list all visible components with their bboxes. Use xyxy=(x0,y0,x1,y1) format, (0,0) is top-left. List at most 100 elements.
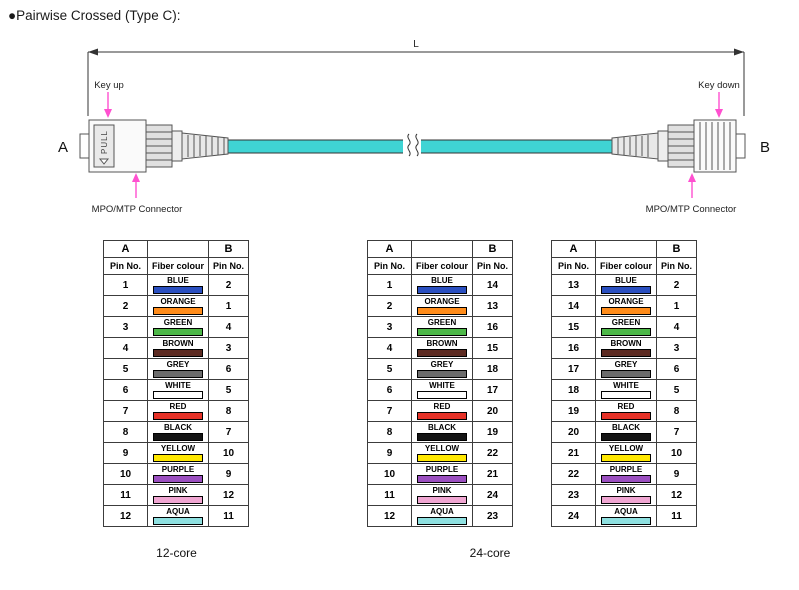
fiber-colour-name: RED xyxy=(433,401,451,411)
pin-a-value: 13 xyxy=(551,274,596,296)
dimension-arrow-right xyxy=(734,48,744,56)
pin-a-value: 11 xyxy=(367,484,412,506)
pin-b-value: 5 xyxy=(656,379,697,401)
pin-a-value: 8 xyxy=(367,421,412,443)
fiber-colour-name: BROWN xyxy=(426,338,458,348)
fiber-colour-name: YELLOW xyxy=(608,443,644,453)
fiber-colour-swatch xyxy=(417,495,467,504)
pin-b-value: 10 xyxy=(656,442,697,464)
fiber-colour-swatch xyxy=(417,285,467,294)
fiber-colour-name: RED xyxy=(617,401,635,411)
pin-b-value: 9 xyxy=(208,463,249,485)
pin-b-value: 15 xyxy=(472,337,513,359)
pin-a-value: 16 xyxy=(551,337,596,359)
pin-a-value: 17 xyxy=(551,358,596,380)
pin-a-value: 22 xyxy=(551,463,596,485)
fiber-colour-name: GREEN xyxy=(427,317,457,327)
fiber-colour-swatch xyxy=(153,516,203,525)
fiber-colour-name: AQUA xyxy=(166,506,190,516)
fiber-colour-cell: BLACK xyxy=(411,421,473,443)
pin-b-value: 16 xyxy=(472,316,513,338)
fiber-colour-cell: BLUE xyxy=(411,274,473,296)
pin-a-value: 24 xyxy=(551,505,596,527)
fiber-colour-name: ORANGE xyxy=(160,296,196,306)
end-a-header: A xyxy=(103,240,148,258)
pin-no-header: Pin No. xyxy=(656,257,697,275)
fiber-colour-swatch xyxy=(153,306,203,315)
pin-b-value: 8 xyxy=(208,400,249,422)
fiber-colour-name: PURPLE xyxy=(161,464,195,474)
pin-no-header: Pin No. xyxy=(472,257,513,275)
pin-a-value: 3 xyxy=(367,316,412,338)
pin-a-value: 1 xyxy=(103,274,148,296)
fiber-colour-cell: GREY xyxy=(411,358,473,380)
pin-a-value: 2 xyxy=(367,295,412,317)
length-dimension xyxy=(87,51,745,116)
fiber-colour-swatch xyxy=(417,411,467,420)
fiber-colour-swatch xyxy=(601,306,651,315)
fiber-colour-swatch xyxy=(153,453,203,462)
fiber-colour-name: PINK xyxy=(616,485,636,495)
pin-b-value: 7 xyxy=(656,421,697,443)
fiber-colour-swatch xyxy=(601,495,651,504)
fiber-colour-name: PURPLE xyxy=(609,464,643,474)
fiber-colour-name: AQUA xyxy=(430,506,454,516)
fiber-colour-swatch xyxy=(601,474,651,483)
length-label: L xyxy=(413,39,419,50)
pin-a-value: 11 xyxy=(103,484,148,506)
pin-b-value: 24 xyxy=(472,484,513,506)
pin-b-value: 1 xyxy=(656,295,697,317)
fiber-colour-cell: YELLOW xyxy=(411,442,473,464)
pin-b-value: 8 xyxy=(656,400,697,422)
fiber-colour-cell: ORANGE xyxy=(595,295,657,317)
fiber-colour-swatch xyxy=(417,432,467,441)
pin-no-header: Pin No. xyxy=(551,257,596,275)
end-b-header: B xyxy=(208,240,249,258)
fiber-colour-name: BLACK xyxy=(428,422,456,432)
fiber-colour-name: WHITE xyxy=(165,380,191,390)
pin-b-value: 18 xyxy=(472,358,513,380)
end-a-label: A xyxy=(58,139,68,156)
fiber-colour-cell: BROWN xyxy=(411,337,473,359)
fiber-colour-name: WHITE xyxy=(613,380,639,390)
right-connector-label: MPO/MTP Connector xyxy=(646,204,737,215)
fiber-colour-swatch xyxy=(601,390,651,399)
pin-b-value: 6 xyxy=(208,358,249,380)
fiber-colour-cell: YELLOW xyxy=(595,442,657,464)
pin-b-value: 4 xyxy=(208,316,249,338)
fiber-colour-cell: BROWN xyxy=(595,337,657,359)
fiber-colour-swatch xyxy=(153,390,203,399)
fiber-colour-cell: PINK xyxy=(411,484,473,506)
fiber-colour-cell: WHITE xyxy=(411,379,473,401)
pin-b-value: 13 xyxy=(472,295,513,317)
fiber-colour-cell: PINK xyxy=(147,484,209,506)
pin-a-value: 1 xyxy=(367,274,412,296)
fiber-colour-cell: GREEN xyxy=(147,316,209,338)
fiber-colour-header: Fiber colour xyxy=(147,257,209,275)
fiber-colour-name: PURPLE xyxy=(425,464,459,474)
fiber-colour-name: PINK xyxy=(432,485,452,495)
fiber-colour-swatch xyxy=(153,369,203,378)
key-up-label: Key up xyxy=(94,80,124,91)
fiber-colour-swatch xyxy=(601,453,651,462)
fiber-colour-swatch xyxy=(153,327,203,336)
pin-b-value: 22 xyxy=(472,442,513,464)
pin-b-value: 17 xyxy=(472,379,513,401)
pin-no-header: Pin No. xyxy=(208,257,249,275)
fiber-colour-swatch xyxy=(417,390,467,399)
fiber-colour-swatch xyxy=(417,348,467,357)
left-connector-label: MPO/MTP Connector xyxy=(92,204,183,215)
fiber-colour-swatch xyxy=(417,474,467,483)
pin-b-value: 1 xyxy=(208,295,249,317)
pin-b-value: 11 xyxy=(208,505,249,527)
